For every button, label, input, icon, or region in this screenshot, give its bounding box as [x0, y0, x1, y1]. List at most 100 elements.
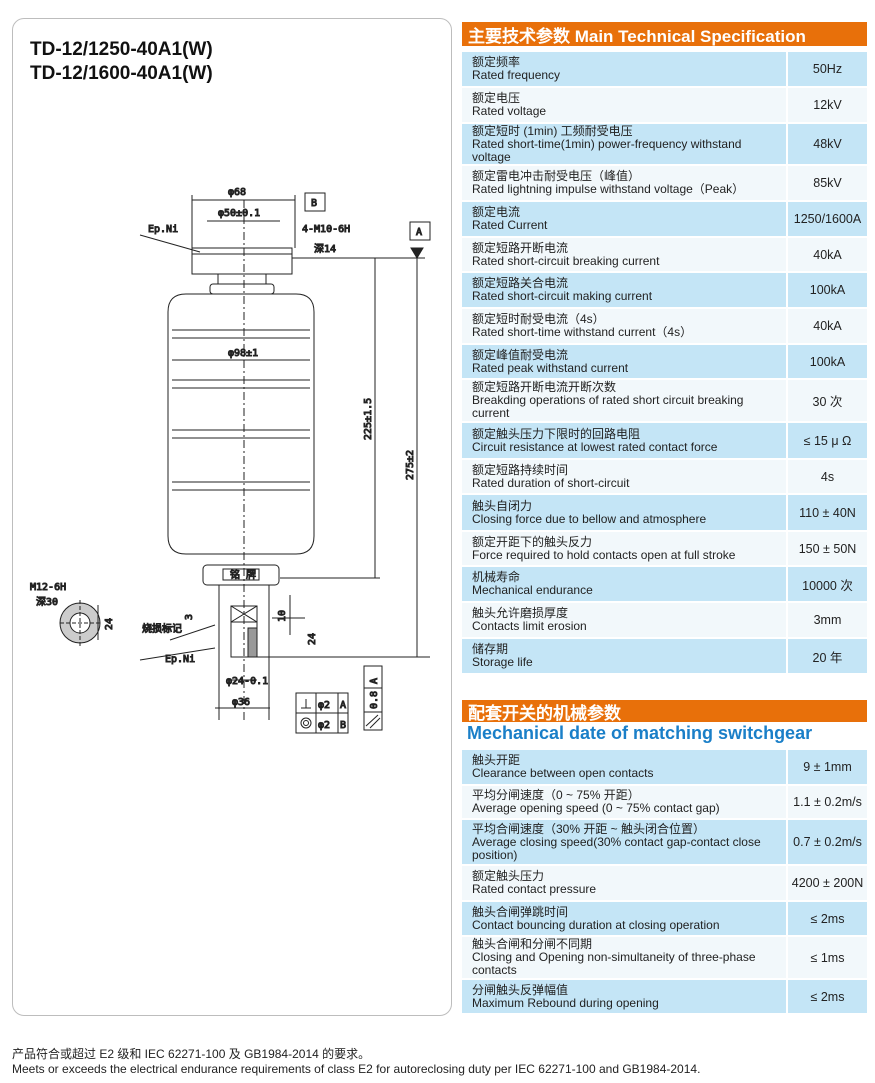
param-value: 12kV: [813, 98, 842, 112]
param-value: 100kA: [809, 354, 846, 369]
param-cn: 触头允许磨损厚度: [472, 606, 569, 620]
spec-header: 主要技术参数 Main Technical Specification: [462, 22, 867, 46]
nameplate-label: 铭 牌: [230, 568, 256, 581]
table-row: 额定雷电冲击耐受电压（峰值）Rated lightning impulse wi…: [462, 166, 867, 202]
drawing-panel: [12, 18, 452, 1016]
model-1600: TD-12/1600-40A1(W): [30, 63, 213, 84]
param-cn: 额定短路开断电流: [472, 240, 569, 255]
param-value: 4s: [820, 469, 835, 484]
param-en: Contacts limit erosion: [472, 619, 587, 633]
param-cn: 储存期: [472, 642, 509, 656]
param-en: Force required to hold contacts open at …: [472, 547, 736, 562]
table-row: 平均合闸速度（30% 开距 ~ 触头闭合位置）Average closing s…: [462, 820, 867, 866]
technical-drawing: φ68 φ50±0.1 B A Ep.Ni 4-M10-6H 深14 φ98±1…: [30, 187, 431, 734]
ep-ni-bottom: Ep.Ni: [165, 654, 195, 665]
param-label: 额定雷电冲击耐受电压（峰值）Rated lightning impulse wi…: [462, 166, 788, 200]
param-cn: 额定频率: [472, 55, 521, 69]
param-cn: 额定短时 (1min) 工频耐受电压: [472, 123, 633, 138]
param-en: Rated Current: [472, 218, 548, 232]
dim-24-side: 24: [104, 618, 115, 630]
model-1250: TD-12/1250-40A1(W): [30, 39, 213, 60]
param-value: 9 ± 1mm: [803, 760, 852, 774]
dim-phi68: φ68: [228, 187, 246, 198]
param-cn: 额定短路开断电流开断次数: [472, 380, 617, 394]
footer-en: Meets or exceeds the electrical enduranc…: [12, 1062, 701, 1076]
param-cn: 额定短路持续时间: [472, 462, 569, 477]
dim-24: 24: [307, 633, 318, 645]
param-cn: 额定短时耐受电流（4s）: [472, 312, 605, 326]
param-cn: 额定触头压力: [472, 869, 545, 883]
param-value: 0.7 ± 0.2m/s: [793, 835, 862, 849]
param-value: 1.1 ± 0.2m/s: [793, 795, 862, 809]
datum-b: B: [311, 198, 317, 209]
param-value: 1250/1600A: [793, 212, 862, 226]
param-label: 平均合闸速度（30% 开距 ~ 触头闭合位置）Average closing s…: [462, 820, 788, 864]
dim-phi50: φ50±0.1: [218, 208, 260, 219]
footer-cn: 产品符合或超过 E2 级和 IEC 62271-100 及 GB1984-201…: [12, 1047, 371, 1061]
wear-mark-label: 烧损标记: [142, 622, 182, 635]
param-en: Mechanical endurance: [472, 583, 593, 597]
param-en: Rated peak withstand current: [472, 360, 629, 375]
depth-top: 深14: [314, 243, 336, 255]
datum-a: A: [416, 227, 422, 238]
param-en: Contact bouncing duration at closing ope…: [472, 917, 720, 932]
dim-phi24: φ24-0.1: [226, 676, 268, 687]
param-cn: 机械寿命: [472, 570, 521, 584]
param-cn: 额定触头压力下限时的回路电阻: [472, 426, 641, 441]
dim-225: 225±1.5: [363, 398, 374, 440]
table-row: 平均分闸速度（0 ~ 75% 开距）Average opening speed …: [462, 786, 867, 820]
param-value: 50Hz: [812, 62, 843, 76]
param-value: 3mm: [813, 613, 842, 627]
param-en: Average opening speed (0 ~ 75% contact g…: [472, 801, 720, 815]
param-en: Storage life: [472, 655, 533, 669]
thread-top: 4-M10-6H: [302, 224, 350, 235]
param-en: Rated frequency: [472, 68, 561, 82]
param-en: Circuit resistance at lowest rated conta…: [472, 439, 718, 454]
param-label: 平均分闸速度（0 ~ 75% 开距）Average opening speed …: [462, 786, 788, 818]
param-cn: 额定短路关合电流: [472, 276, 569, 290]
param-cn: 触头合闸弹跳时间: [472, 904, 569, 919]
param-value: 10000 次: [802, 578, 853, 593]
param-en: Rated short-circuit making current: [472, 289, 653, 303]
param-cn: 触头合闸和分闸不同期: [472, 937, 593, 951]
ep-ni-top: Ep.Ni: [148, 224, 178, 235]
param-value: 40kA: [813, 319, 842, 333]
param-en: Closing and Opening non-simultaneity of …: [472, 950, 756, 977]
param-en: Rated short-time(1min) power-frequency w…: [472, 136, 742, 164]
param-value: 150 ± 50N: [798, 541, 857, 556]
param-en: Closing force due to bellow and atmosphe…: [472, 511, 707, 526]
param-cn: 额定电压: [472, 91, 521, 105]
param-value: 110 ± 40N: [799, 505, 856, 520]
param-value: 100kA: [809, 283, 846, 297]
param-cn: 触头开距: [472, 753, 521, 767]
param-value: ≤ 1ms: [810, 950, 845, 965]
param-value: 40kA: [813, 247, 842, 262]
param-label: 额定短时耐受电流（4s）Rated short-time withstand c…: [462, 309, 788, 343]
dim-275: 275±2: [405, 450, 416, 480]
mech-subtitle: Mechanical date of matching switchgear: [467, 723, 813, 743]
param-value: ≤ 15 μ Ω: [803, 433, 852, 448]
